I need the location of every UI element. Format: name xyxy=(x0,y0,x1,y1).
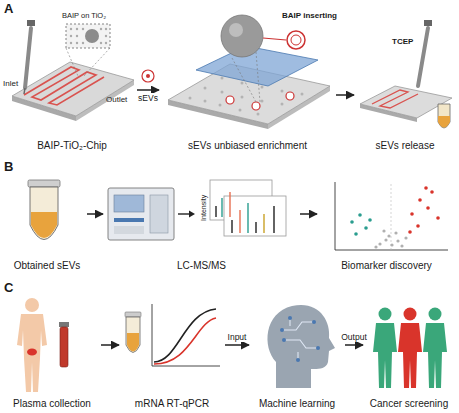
person-illustration xyxy=(17,298,69,392)
step-caption: sEVs release xyxy=(376,140,435,152)
chip-illustration xyxy=(12,20,154,121)
step-caption: Biomarker discovery xyxy=(341,260,432,272)
step-caption: Cancer screening xyxy=(370,398,448,410)
panel-letter: B xyxy=(4,160,13,174)
flow-arrow xyxy=(345,344,363,346)
step-caption: mRNA RT-qPCR xyxy=(135,398,209,410)
process-step: sEVs unbiased enrichment xyxy=(160,4,335,152)
flow-arrow xyxy=(336,94,354,96)
step-caption: BAIP-TiO₂-Chip xyxy=(37,140,107,152)
annotation-label: Inlet xyxy=(3,80,18,89)
release-illustration xyxy=(360,20,452,128)
step-caption: Machine learning xyxy=(259,398,335,410)
process-step: Obtained sEVs xyxy=(8,172,86,272)
panel-letter: C xyxy=(4,281,13,295)
tube-illustration xyxy=(28,180,60,240)
annotation-label: TCEP xyxy=(392,38,413,47)
annotation-label: Outlet xyxy=(106,96,127,105)
process-step: sEVs release xyxy=(355,10,455,152)
flow-arrow xyxy=(300,213,317,215)
ml-head-illustration xyxy=(268,305,335,388)
process-step: Biomarker discovery xyxy=(318,172,455,272)
flow-arrow xyxy=(137,89,159,91)
step-caption: LC-MS/MS xyxy=(177,260,226,272)
process-step: BAIP-TiO₂-Chip xyxy=(8,10,136,152)
flow-arrow xyxy=(87,213,103,215)
arrow-label: Input xyxy=(227,332,248,342)
process-step: mRNA RT-qPCR xyxy=(120,292,224,410)
process-step: Plasma collection xyxy=(4,292,100,410)
step-caption: Plasma collection xyxy=(13,398,91,410)
panel-letter: A xyxy=(4,2,13,16)
people-illustration xyxy=(373,308,447,389)
volcano-plot xyxy=(335,182,448,250)
flow-arrow xyxy=(225,344,249,346)
annotation-label: BAIP on TiO₂ xyxy=(62,12,106,20)
annotation-label: Intensity xyxy=(200,195,208,221)
process-step: Machine learning xyxy=(250,292,344,410)
flow-arrow xyxy=(101,344,119,346)
arrow-label: Output xyxy=(340,332,368,342)
mass-spectrometer xyxy=(108,180,286,240)
process-step: Cancer screening xyxy=(364,292,454,410)
enrichment-illustration xyxy=(168,15,330,129)
step-caption: sEVs unbiased enrichment xyxy=(188,140,307,152)
process-step: LC-MS/MS xyxy=(104,172,299,272)
step-caption: Obtained sEVs xyxy=(14,260,81,272)
arrow-label: sEVs xyxy=(137,93,159,103)
qpcr-illustration xyxy=(125,304,220,366)
annotation-label: BAIP inserting xyxy=(282,12,337,21)
